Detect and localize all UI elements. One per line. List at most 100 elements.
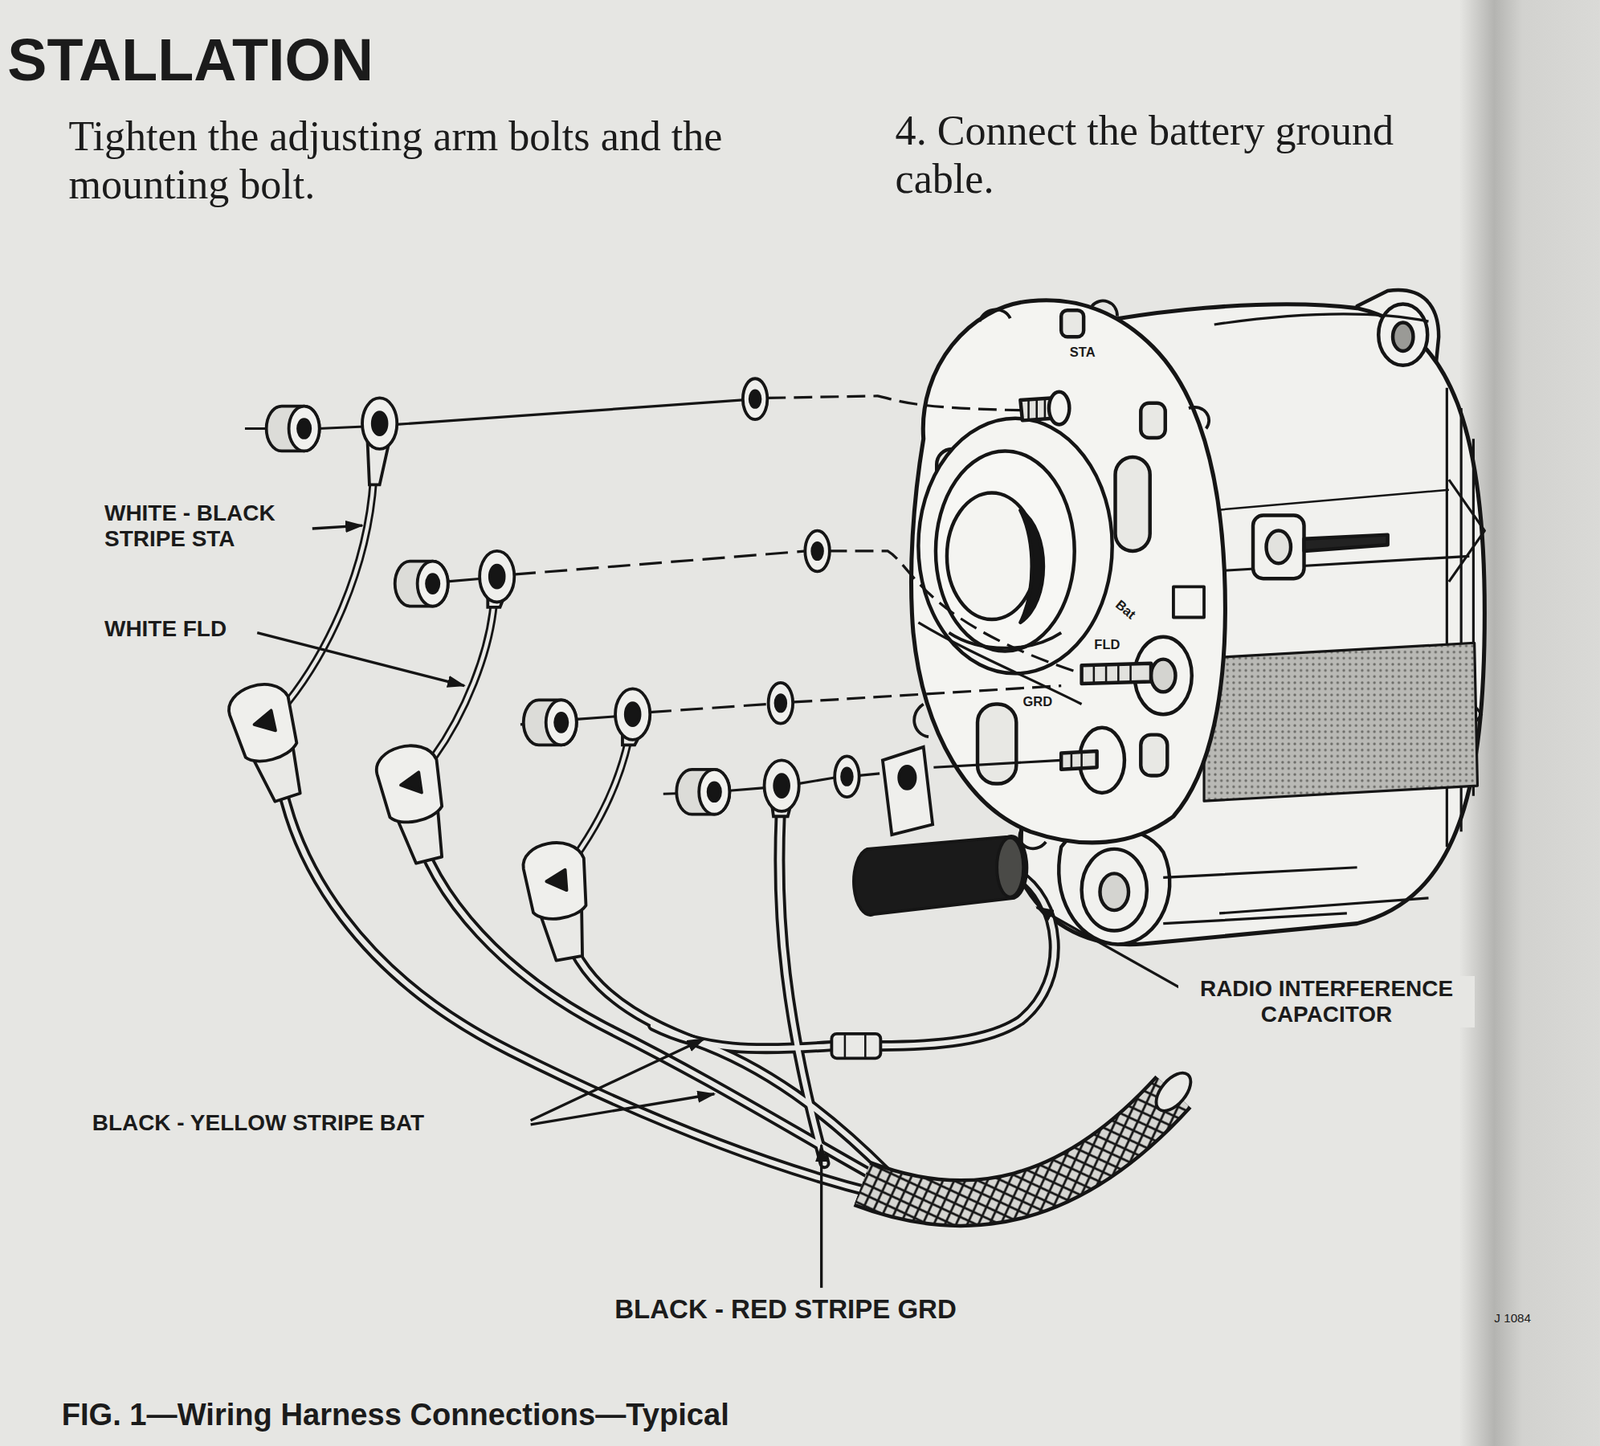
- terminal-label: GRD: [1020, 693, 1055, 710]
- body-text: 4. Connect the battery ground cable.: [893, 106, 1506, 204]
- alternator-part: [1163, 867, 1357, 924]
- terminal-paths-part: [573, 716, 617, 720]
- wire-boots-part-part: [545, 869, 569, 894]
- leader-lines-part: [312, 525, 363, 529]
- alternator-part: [1214, 314, 1429, 325]
- terminal-label: Bat: [1110, 595, 1141, 624]
- alternator-part: [914, 300, 1209, 849]
- terminal-paths-part: [797, 777, 835, 784]
- alternator-part: [1304, 534, 1388, 552]
- wire-boots-part-part: [399, 771, 425, 797]
- lock-washers-part: [768, 682, 793, 724]
- body-text: Tighten the adjusting arm bolts and the …: [66, 112, 781, 209]
- terminal-paths-part: [933, 759, 1062, 768]
- lock-washers-part: [804, 530, 829, 572]
- terminal-paths-part: [395, 400, 743, 425]
- wire-boots-part-part: [519, 837, 593, 923]
- figure-caption: FIG. 1—Wiring Harness Connections—Typica…: [59, 1397, 732, 1433]
- alternator-part: [1392, 322, 1413, 352]
- wire-boots-part: [519, 837, 600, 964]
- wire-boots-part: [223, 676, 318, 807]
- alternator-part: [1081, 848, 1147, 931]
- nuts-part-part: [417, 561, 449, 607]
- harness-wires-part-part: [573, 739, 629, 860]
- nuts-part-part: [546, 699, 577, 745]
- harness-wires-part-part: [559, 908, 888, 1174]
- nuts-part-part: [555, 713, 568, 732]
- leader-lines: [257, 525, 1184, 1288]
- alternator-part: [1061, 751, 1097, 770]
- alternator-part: [1266, 530, 1291, 564]
- terminal-paths: [244, 395, 1082, 794]
- harness-wires-part-part: [410, 806, 888, 1184]
- nuts-part: [676, 769, 730, 815]
- alternator-part: [1071, 751, 1082, 770]
- wire-boots: [223, 676, 600, 964]
- lock-washers-part: [775, 694, 787, 711]
- wire-label: WHITE - BLACK STRIPE STA: [102, 500, 311, 552]
- harness-wires-part: [861, 1091, 1173, 1203]
- terminal-paths-part: [859, 773, 880, 776]
- leader-lines-part: [820, 1144, 823, 1288]
- lock-washers-part: [812, 542, 823, 560]
- harness-wires-part-part: [653, 1025, 832, 1049]
- ring-terminals-part: [764, 759, 800, 812]
- alternator-part: [1028, 399, 1045, 420]
- radio-capacitor-part: [882, 746, 933, 835]
- nuts-part-part: [289, 406, 320, 452]
- wire-boots-part-part: [371, 738, 450, 828]
- ring-terminals-part: [489, 565, 505, 588]
- harness-wires-part-part: [410, 806, 888, 1184]
- alternator-part: [1204, 642, 1478, 801]
- nuts-part: [395, 561, 449, 607]
- terminal-paths-part: [513, 551, 807, 575]
- ring-terminals: [362, 397, 800, 817]
- radio-capacitor: [853, 746, 1027, 915]
- harness-wires-part: [844, 1033, 866, 1058]
- ring-terminals-part: [774, 774, 789, 797]
- ring-terminals-part: [372, 412, 388, 435]
- alternator-part: [1058, 826, 1170, 945]
- alternator-part: [1099, 873, 1129, 911]
- part-label: RADIO INTERFERENCE CAPACITOR: [1178, 975, 1474, 1028]
- harness-wires-part: [861, 1091, 1173, 1203]
- terminal-paths-part: [648, 703, 768, 712]
- alternator-part: [1173, 586, 1205, 617]
- alternator-part: [1093, 663, 1131, 684]
- harness-wires-part-part: [559, 908, 888, 1174]
- lock-washers-part: [841, 768, 853, 785]
- leader-lines-part: [530, 1038, 705, 1121]
- lock-washers-part: [742, 378, 768, 420]
- nuts-part-part: [708, 782, 721, 801]
- nuts-part-part: [395, 561, 449, 607]
- leader-lines-part: [257, 632, 465, 686]
- terminal-paths-part: [726, 787, 766, 792]
- page-heading: STALLATION: [4, 26, 376, 95]
- alternator-part: [1253, 514, 1305, 579]
- wire-boots-part: [371, 738, 460, 867]
- harness-wires-part: [1149, 1066, 1197, 1117]
- harness-wires-part: [287, 479, 629, 860]
- wire-boots-part-part: [251, 710, 278, 736]
- nuts-part-part: [698, 769, 730, 815]
- terminal-paths-part: [767, 395, 1021, 411]
- alternator-part: [1115, 457, 1151, 552]
- harness-wires: [275, 479, 1197, 1204]
- radio-capacitor-part: [898, 766, 915, 789]
- alternator-part: [1151, 659, 1176, 693]
- alternator-part: [1140, 734, 1168, 776]
- wire-label: BLACK - YELLOW STRIPE BAT: [89, 1110, 427, 1136]
- alternator-part: [935, 450, 1075, 651]
- terminal-label: STA: [1067, 344, 1098, 360]
- harness-wires-part-part: [653, 1025, 832, 1049]
- radio-capacitor-part: [853, 836, 1027, 915]
- alternator-part: [977, 703, 1017, 784]
- terminal-label: FLD: [1091, 636, 1123, 653]
- nuts-part-part: [266, 406, 320, 452]
- alternator-part: [1140, 403, 1165, 438]
- nuts-part-part: [297, 419, 311, 438]
- alternator-part: [911, 300, 1226, 843]
- wire-label: BLACK - RED STRIPE GRD: [612, 1293, 960, 1325]
- ring-terminals-part: [615, 688, 650, 740]
